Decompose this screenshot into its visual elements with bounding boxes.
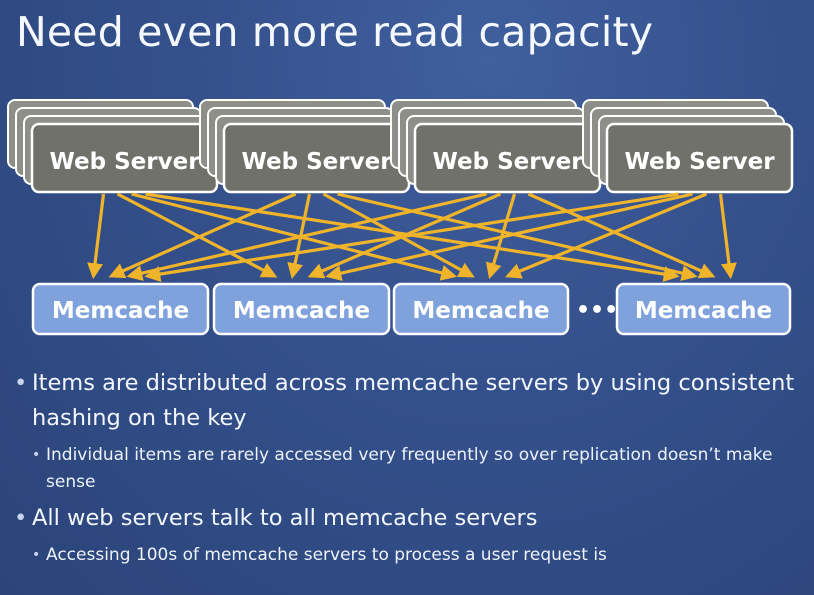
connection-arrow <box>505 192 708 279</box>
connection-arrow <box>116 192 278 278</box>
memcache-label: Memcache <box>233 298 370 324</box>
bullet-2-sub-1: •Accessing 100s of memcache servers to p… <box>32 545 607 565</box>
memcache-box <box>615 282 792 336</box>
connection-arrow <box>131 192 458 281</box>
web-server-box <box>605 122 794 194</box>
memcache-box <box>31 282 210 336</box>
connection-arrow <box>718 193 737 280</box>
bullet-2-sub-1-text: Accessing 100s of memcache servers to pr… <box>46 545 607 565</box>
connection-arrow <box>485 193 517 280</box>
memcache-server-2: Memcache <box>212 282 391 336</box>
bullet-list: •Items are distributed across memcache s… <box>14 366 804 574</box>
connection-arrow <box>322 192 475 278</box>
bullet-1-text: Items are distributed across memcache se… <box>32 370 795 431</box>
memcache-label: Memcache <box>635 298 772 324</box>
connection-arrow <box>144 192 679 282</box>
memcache-servers: Memcache Memcache Memcache Memcache <box>31 282 792 336</box>
bullet-2-text: All web servers talk to all memcache ser… <box>32 505 538 531</box>
bullet-1-sub-1: •Individual items are rarely accessed ve… <box>32 445 773 492</box>
web-server-stack-1: Web Server <box>7 99 219 194</box>
connection-arrow <box>527 192 716 279</box>
web-server-label: Web Server <box>49 149 200 175</box>
web-server-label: Web Server <box>624 149 775 175</box>
memcache-label: Memcache <box>52 298 189 324</box>
slide-title: Need even more read capacity <box>16 8 654 56</box>
connection-arrow <box>325 192 693 281</box>
memcache-box <box>392 282 570 336</box>
connection-arrow <box>108 192 297 279</box>
web-server-stack-3: Web Server <box>390 99 602 194</box>
web-server-stacks: Web Server Web Server Web Server Web Server <box>7 99 794 194</box>
web-server-stack-2: Web Server <box>199 99 411 194</box>
connection-arrow <box>126 192 487 281</box>
web-server-stack-4: Web Server <box>582 99 794 194</box>
memcache-box <box>212 282 391 336</box>
bullet-2: •All web servers talk to all memcache se… <box>14 505 538 531</box>
connection-arrows <box>87 192 737 282</box>
web-server-label: Web Server <box>432 149 583 175</box>
connection-arrow <box>87 193 106 280</box>
memcache-server-1: Memcache <box>31 282 210 336</box>
ellipsis: ••• <box>576 298 618 323</box>
memcache-server-3: Memcache <box>392 282 570 336</box>
memcache-server-4: Memcache <box>615 282 792 336</box>
web-server-label: Web Server <box>241 149 392 175</box>
bullet-1: •Items are distributed across memcache s… <box>14 370 795 431</box>
memcache-label: Memcache <box>412 298 549 324</box>
bullet-1-sub-1-text: Individual items are rarely accessed ver… <box>46 445 773 492</box>
